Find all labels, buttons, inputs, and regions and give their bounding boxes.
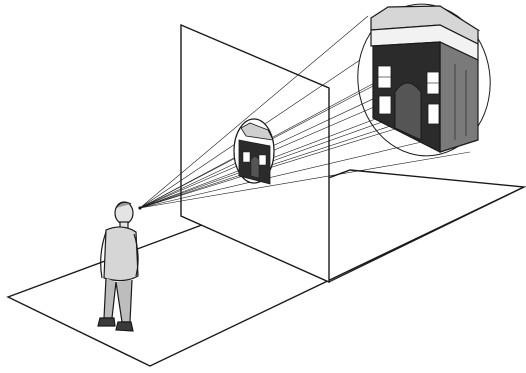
- archway-building: [370, 5, 479, 153]
- eye-point: [138, 206, 142, 210]
- archway-image-on-plane: [238, 122, 274, 185]
- cone-base-ellipse: [357, 3, 491, 157]
- ground-line-back: [328, 186, 525, 283]
- standing-man: [97, 201, 139, 332]
